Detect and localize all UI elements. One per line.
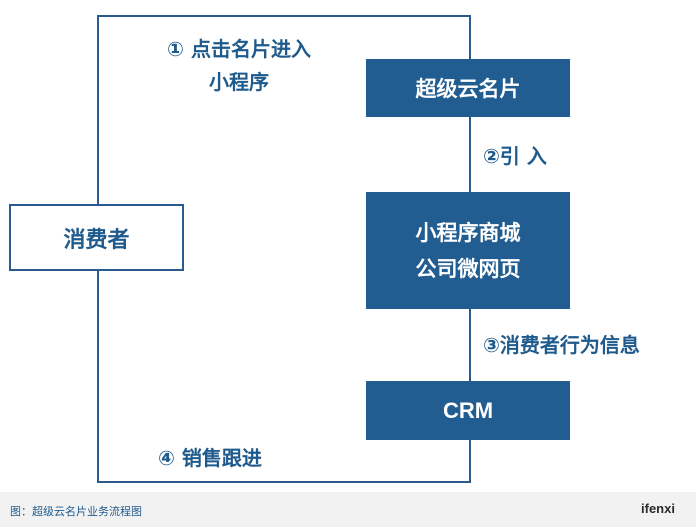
business-card-node: 超级云名片 [366,59,570,117]
step1-label-line1: ① 点击名片进入 [167,37,311,61]
step1-label-line2: 小程序 [209,70,269,94]
mall-node-label-line1: 小程序商城 [415,220,521,245]
consumer-node-label: 消费者 [63,227,130,253]
crm-node: CRM [366,381,570,440]
step1-label: ① 点击名片进入 小程序 [141,33,337,99]
mini-program-mall-node: 小程序商城 公司微网页 [366,192,570,309]
business-card-node-label: 超级云名片 [415,77,521,101]
crm-node-label: CRM [442,397,494,423]
brand-logo: ifenxi [641,501,675,516]
step3-label: ③消费者行为信息 [483,333,640,357]
figure-caption: 图：超级云名片业务流程图 [10,505,142,518]
consumer-node: 消费者 [9,204,184,271]
step4-label: ④ 销售跟进 [158,446,262,470]
mall-node-label-line2: 公司微网页 [415,256,521,281]
diagram-canvas: 消费者 超级云名片 小程序商城 公司微网页 CRM ① 点击名片进入 小程序 ②… [0,0,696,492]
step2-label: ②引 入 [483,144,547,168]
